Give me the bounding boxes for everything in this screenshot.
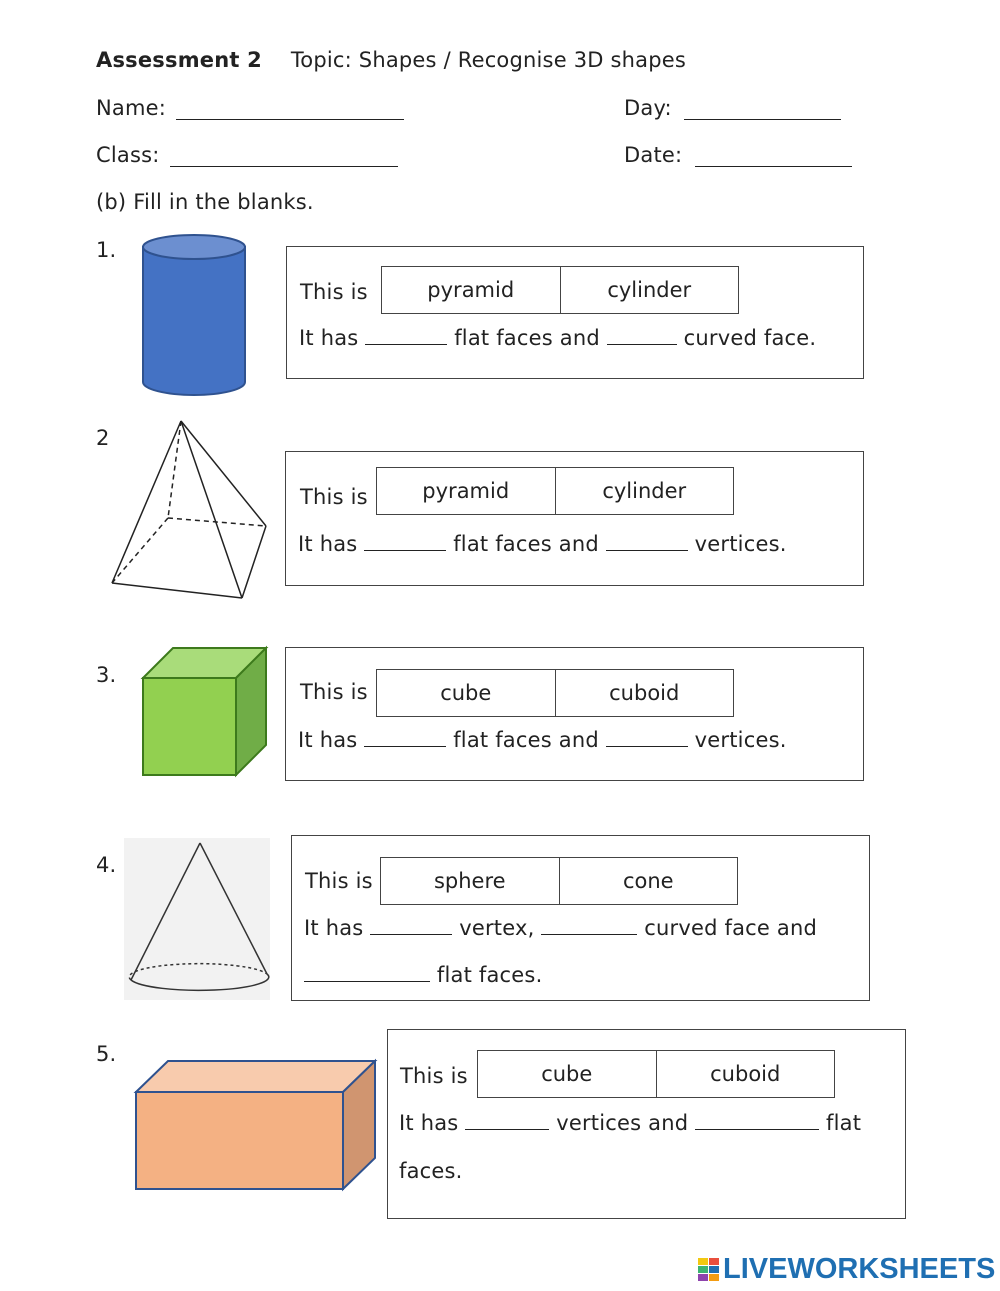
question-sentence: It has flat faces and vertices. [298, 532, 787, 556]
sentence-part: It has [299, 326, 359, 350]
sentence-part: vertices and [556, 1111, 689, 1135]
blank-flat-faces[interactable] [304, 963, 430, 982]
answer-choices: pyramid cylinder [376, 467, 734, 515]
question-number: 1. [96, 238, 117, 262]
cube-image [140, 645, 269, 778]
cylinder-image [142, 234, 246, 396]
sentence-part: curved face and [644, 916, 818, 940]
question-number: 2 [96, 426, 110, 450]
sentence-part: flat faces and [454, 326, 600, 350]
sentence-part: vertex, [459, 916, 535, 940]
answer-choices: cube cuboid [376, 669, 734, 717]
name-row: Name: [96, 96, 166, 120]
this-is-label: This is [400, 1064, 468, 1088]
this-is-label: This is [300, 680, 368, 704]
sentence-part: It has [298, 728, 358, 752]
blank-vertex[interactable] [370, 916, 453, 935]
liveworksheets-icon [698, 1257, 719, 1281]
day-label: Day: [624, 96, 672, 120]
date-row: Date: [624, 143, 682, 167]
blank-vertices[interactable] [465, 1111, 550, 1130]
choice-cube[interactable]: cube [541, 1062, 593, 1086]
answer-choices: pyramid cylinder [381, 266, 739, 314]
choice-sphere[interactable]: sphere [433, 869, 506, 893]
sentence-part: It has [399, 1111, 459, 1135]
sentence-part: flat faces and [453, 532, 599, 556]
name-input[interactable] [176, 101, 404, 120]
day-input[interactable] [684, 101, 841, 120]
question-sentence: It has flat faces and curved face. [299, 326, 816, 350]
date-label: Date: [624, 143, 683, 167]
logo-text: LIVEWORKSHEETS [723, 1253, 996, 1285]
class-row: Class: [96, 143, 160, 167]
choice-cylinder[interactable]: cylinder [554, 468, 734, 514]
question-number: 5. [96, 1042, 117, 1066]
choice-pyramid[interactable]: pyramid [427, 278, 515, 302]
sentence-part: vertices. [694, 728, 787, 752]
choice-cuboid[interactable]: cuboid [655, 1051, 835, 1097]
blank-curved-face[interactable] [606, 326, 677, 345]
question-box: This is sphere cone It has vertex, curve… [291, 835, 870, 1001]
sentence-part: flat [826, 1111, 862, 1135]
assessment-label: Assessment 2 [96, 48, 262, 72]
sentence-part: flat faces. [436, 963, 543, 987]
question-number: 3. [96, 663, 117, 687]
day-row: Day: [624, 96, 672, 120]
blank-curved-face[interactable] [541, 916, 638, 935]
this-is-label: This is [300, 280, 368, 304]
topic-label: Topic: Shapes / Recognise 3D shapes [290, 48, 687, 72]
answer-choices: cube cuboid [477, 1050, 835, 1098]
question-sentence: It has flat faces and vertices. [298, 728, 787, 752]
blank-flat-faces[interactable] [364, 728, 447, 747]
question-box: This is cube cuboid It has vertices and … [387, 1029, 906, 1219]
blank-flat-faces[interactable] [695, 1111, 820, 1130]
question-box: This is pyramid cylinder It has flat fac… [286, 246, 864, 379]
question-sentence: It has vertices and flat [399, 1111, 861, 1135]
sentence-part: flat faces and [453, 728, 599, 752]
name-label: Name: [96, 96, 167, 120]
cone-image [128, 842, 270, 992]
sentence-part: vertices. [694, 532, 787, 556]
blank-flat-faces[interactable] [365, 326, 448, 345]
sentence-part: It has [304, 916, 364, 940]
choice-pyramid[interactable]: pyramid [422, 479, 510, 503]
sentence-part: curved face. [683, 326, 817, 350]
blank-vertices[interactable] [605, 532, 688, 551]
question-sentence: It has vertex, curved face and [304, 916, 817, 940]
liveworksheets-logo: LIVEWORKSHEETS [697, 1253, 995, 1286]
question-box: This is pyramid cylinder It has flat fac… [285, 451, 864, 586]
blank-vertices[interactable] [605, 728, 688, 747]
pyramid-image [111, 420, 267, 599]
choice-cone[interactable]: cone [558, 858, 738, 904]
class-label: Class: [96, 143, 160, 167]
assessment-title: Assessment 2 Topic: Shapes / Recognise 3… [96, 48, 686, 72]
answer-choices: sphere cone [380, 857, 738, 905]
question-sentence-continued: faces. [399, 1159, 463, 1183]
this-is-label: This is [300, 485, 368, 509]
question-number: 4. [96, 853, 117, 877]
blank-flat-faces[interactable] [364, 532, 447, 551]
question-sentence-continued: flat faces. [304, 963, 542, 987]
class-input[interactable] [170, 148, 398, 167]
date-input[interactable] [695, 148, 852, 167]
choice-cuboid[interactable]: cuboid [554, 670, 734, 716]
cone-image-background [124, 838, 270, 1000]
question-box: This is cube cuboid It has flat faces an… [285, 647, 864, 781]
choice-cube[interactable]: cube [440, 681, 492, 705]
choice-cylinder[interactable]: cylinder [559, 267, 739, 313]
this-is-label: This is [305, 869, 373, 893]
instruction: (b) Fill in the blanks. [96, 190, 314, 214]
sentence-part: It has [298, 532, 358, 556]
cuboid-image [133, 1058, 378, 1192]
